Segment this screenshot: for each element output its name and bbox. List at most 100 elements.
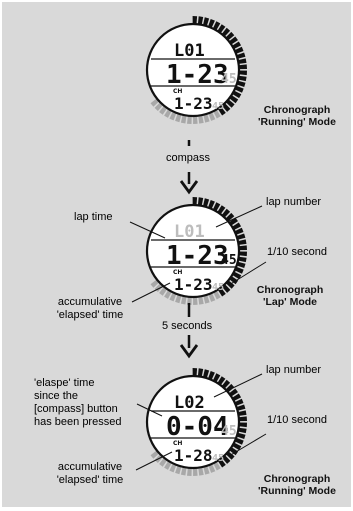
flow-arrow-2 (179, 303, 199, 359)
mode-title-2: Chronograph 'Lap' Mode (242, 284, 338, 308)
arrow-label-compass: compass (166, 152, 211, 164)
ring-segment (229, 217, 238, 226)
ring-segment (238, 427, 247, 434)
ring-segment (217, 106, 226, 116)
ring-segment (150, 450, 160, 459)
ring-segment (213, 109, 221, 119)
main-time-readout: 0-04 (166, 412, 229, 442)
lap-readout: L01 (174, 41, 205, 61)
ring-segment (234, 437, 244, 445)
label-elapse-line1: 'elaspe' time (34, 377, 95, 389)
ring-segment (232, 90, 242, 99)
ring-segment (217, 376, 226, 386)
ring-segment (203, 294, 210, 304)
elapsed-tenths-readout: 45 (212, 101, 224, 112)
leader-tenth-second-2 (228, 433, 267, 457)
watch-running-2: L02 0-04 45 CH 1-28 45 (145, 368, 247, 476)
ring-segment (187, 296, 192, 305)
label-accumulative-2: accumulative 'elapsed' time (46, 461, 134, 487)
ring-segment (236, 80, 246, 87)
ring-segment (238, 75, 247, 82)
main-tenths-readout: 45 (221, 253, 237, 268)
ring-segment (203, 113, 210, 123)
watch-running-1: L01 1-23 45 CH 1-23 45 (145, 16, 247, 124)
ring-segment (236, 404, 246, 411)
ring-segment (229, 95, 239, 104)
lap-readout: L02 (174, 393, 205, 413)
ring-segment (212, 373, 221, 383)
ring-segment (212, 21, 221, 31)
mode-title-1-line2: 'Running' Mode (258, 116, 336, 128)
ring-segment (238, 256, 247, 263)
ring-segment (208, 371, 215, 380)
ring-segment (175, 113, 182, 123)
mode-title-2-line2: 'Lap' Mode (263, 296, 317, 308)
label-accumulative-2-line1: accumulative (57, 461, 123, 473)
ring-segment (169, 463, 177, 473)
ring-segment (217, 205, 226, 215)
label-tenth-second-2: 1/10 second (267, 414, 327, 426)
leader-accumulative-1 (131, 282, 171, 303)
main-time-readout: 1-23 (166, 60, 229, 90)
ring-segment (180, 114, 187, 124)
ring-segment (192, 16, 198, 25)
ring-segment (164, 460, 172, 470)
ring-segment (229, 276, 239, 285)
ring-segment (234, 398, 244, 406)
ring-segment (208, 463, 216, 473)
label-tenth-second-1: 1/10 second (267, 246, 327, 258)
ring-segment (198, 467, 204, 476)
ring-segment (217, 24, 226, 34)
elapsed-tenths-readout: 45 (212, 282, 224, 293)
ring-segment (229, 36, 238, 45)
mode-title-3: Chronograph 'Running' Mode (249, 473, 345, 497)
ring-segment (238, 251, 247, 257)
ring-segment (236, 233, 246, 240)
main-time-readout: 1-23 (166, 241, 229, 271)
label-lap-number-1: lap number (266, 196, 322, 208)
label-accumulative-1-line1: accumulative (57, 296, 123, 308)
ring-segment (238, 422, 247, 428)
ring-segment (229, 388, 238, 397)
ring-segment (203, 198, 210, 208)
mode-title-1: Chronograph 'Running' Mode (249, 104, 345, 128)
ring-segment (169, 292, 177, 302)
ring-segment (208, 111, 216, 121)
ring-segment (232, 222, 242, 230)
ring-segment (208, 200, 215, 209)
ring-segment (198, 115, 204, 124)
ch-indicator: CH (173, 269, 182, 276)
watch-face (145, 203, 241, 299)
ring-segment (150, 98, 160, 107)
label-accumulative-1: accumulative 'elapsed' time (46, 296, 134, 322)
ring-segment (237, 410, 247, 416)
ring-segment (232, 271, 242, 280)
flow-arrow-1 (179, 140, 199, 195)
ring-segment (238, 70, 247, 76)
ring-segment (193, 467, 198, 476)
ring-segment (237, 58, 247, 64)
ring-segment (192, 197, 198, 206)
ring-segment (175, 294, 182, 304)
label-lap-number-2: lap number (266, 364, 322, 376)
ring-segment (180, 466, 187, 476)
label-elapse-line3: [compass] button (34, 403, 118, 415)
ring-segment (197, 368, 204, 377)
mode-title-3-line1: Chronograph (263, 473, 331, 485)
ring-segment (164, 108, 172, 118)
ring-segment (180, 295, 187, 305)
ring-segment (234, 266, 244, 274)
ring-segment (236, 52, 246, 59)
ring-segment (159, 105, 168, 115)
elapsed-tenths-readout: 45 (212, 453, 224, 464)
ch-indicator: CH (173, 88, 182, 95)
ring-segment (217, 458, 226, 468)
ring-segment (232, 41, 242, 49)
ring-segment (236, 432, 246, 439)
watch-lap-mode: L01 1-23 45 CH 1-23 45 (145, 197, 247, 305)
label-elapse-line4: has been pressed (34, 416, 122, 428)
ring-segment (238, 416, 247, 422)
ring-segment (217, 287, 226, 297)
elapsed-time-readout: 1-23 (174, 275, 213, 294)
